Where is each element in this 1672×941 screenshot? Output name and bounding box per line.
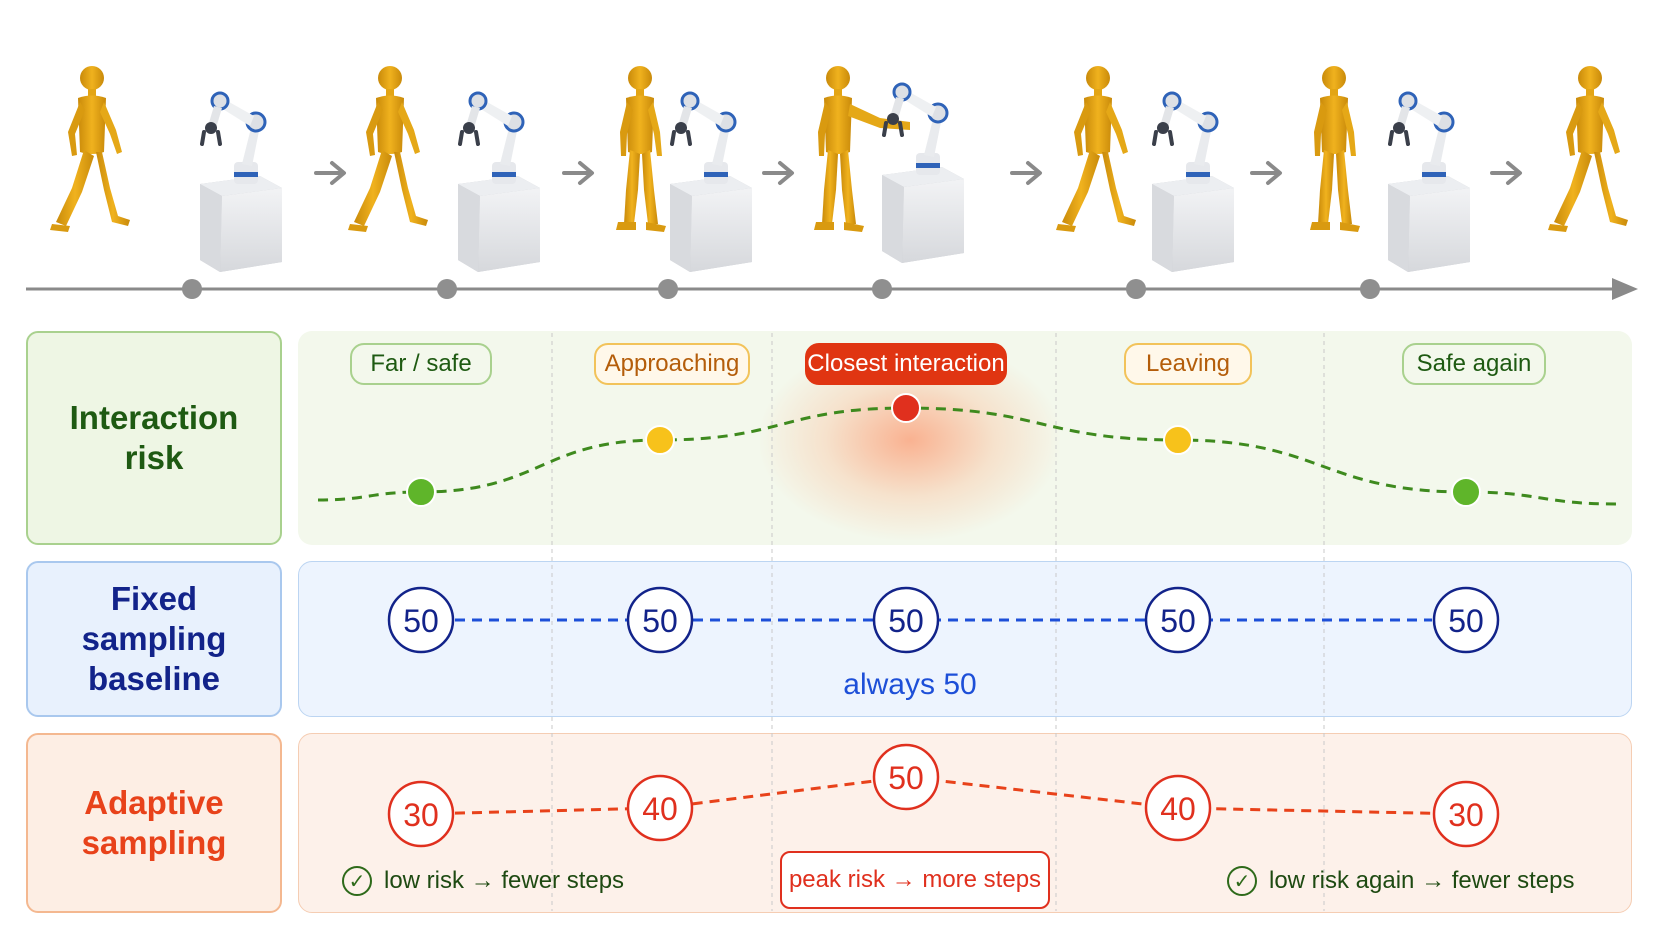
fixed-step-circle: [626, 586, 694, 654]
human-walking-icon: [1548, 66, 1628, 232]
adaptive-step-value: 50: [888, 760, 924, 796]
risk-line: [317, 406, 1617, 506]
adaptive-sampling-row: 30 40 50 40 30: [387, 743, 1500, 848]
adaptive-line: [420, 775, 1467, 816]
fixed-step-circle: [1144, 586, 1212, 654]
adaptive-step-circle: [872, 743, 940, 811]
arrow-right-icon: [1250, 161, 1282, 185]
interaction-sequence: [50, 66, 1628, 274]
adaptive-step-circle: [626, 774, 694, 842]
stage-label: Safe again: [1402, 343, 1546, 385]
human-walking-icon: [1056, 66, 1136, 232]
risk-point-low: [1451, 477, 1481, 507]
stage-label: Approaching: [594, 343, 750, 385]
adaptive-note-right: ✓ low risk again → fewer steps: [1227, 866, 1574, 896]
adaptive-step-circle: [1432, 780, 1500, 848]
fixed-step-value: 50: [642, 603, 678, 639]
robot-arm-icon: [668, 91, 754, 274]
adaptive-note-center: peak risk → more steps: [780, 851, 1050, 909]
stage-label: Closest interaction: [805, 343, 1007, 385]
arrow-right-icon: [1010, 161, 1042, 185]
risk-point-medium: [1163, 425, 1193, 455]
fixed-step-value: 50: [1448, 603, 1484, 639]
fixed-step-circle: [1432, 586, 1500, 654]
stage-dividers: [551, 333, 1325, 911]
human-walking-icon: [616, 66, 666, 232]
fixed-step-value: 50: [403, 603, 439, 639]
adaptive-note-left: ✓ low risk → fewer steps: [342, 866, 624, 896]
fixed-note: always 50: [843, 668, 977, 701]
timeline-marker: [1360, 279, 1380, 299]
fixed-sampling-row: 50 50 50 50 50: [387, 586, 1500, 654]
fixed-step-value: 50: [1160, 603, 1196, 639]
human-walking-icon: [348, 66, 428, 232]
risk-point-medium: [645, 425, 675, 455]
timeline-arrowhead: [1612, 278, 1638, 300]
check-icon: ✓: [342, 866, 372, 896]
timeline-marker: [182, 279, 202, 299]
robot-arm-icon: [1386, 91, 1472, 274]
risk-curve: [317, 393, 1617, 507]
arrow-right-icon: [562, 161, 594, 185]
fixed-step-value: 50: [888, 603, 924, 639]
timeline-marker: [437, 279, 457, 299]
timeline-marker: [658, 279, 678, 299]
arrow-right-icon: [1490, 161, 1522, 185]
stage-label: Far / safe: [350, 343, 492, 385]
fixed-panel: [298, 561, 1632, 717]
check-icon: ✓: [1227, 866, 1257, 896]
arrow-right-icon: [762, 161, 794, 185]
risk-point-low: [406, 477, 436, 507]
risk-point-high: [891, 393, 921, 423]
robot-arm-icon: [456, 91, 542, 274]
arrow-right-icon: [314, 161, 346, 185]
adaptive-step-value: 40: [642, 791, 678, 827]
robot-arm-icon: [1150, 91, 1236, 274]
stage-label: Leaving: [1124, 343, 1252, 385]
human-walking-icon: [50, 66, 130, 232]
timeline-marker: [1126, 279, 1146, 299]
fixed-step-circle: [387, 586, 455, 654]
adaptive-step-value: 30: [403, 797, 439, 833]
adaptive-step-circle: [1144, 774, 1212, 842]
human-walking-icon: [1310, 66, 1360, 232]
fixed-step-circle: [872, 586, 940, 654]
adaptive-step-value: 40: [1160, 791, 1196, 827]
timeline-marker: [872, 279, 892, 299]
adaptive-step-value: 30: [1448, 797, 1484, 833]
timeline: [26, 278, 1638, 300]
robot-arm-icon: [882, 84, 964, 263]
robot-arm-icon: [198, 91, 284, 274]
adaptive-step-circle: [387, 780, 455, 848]
